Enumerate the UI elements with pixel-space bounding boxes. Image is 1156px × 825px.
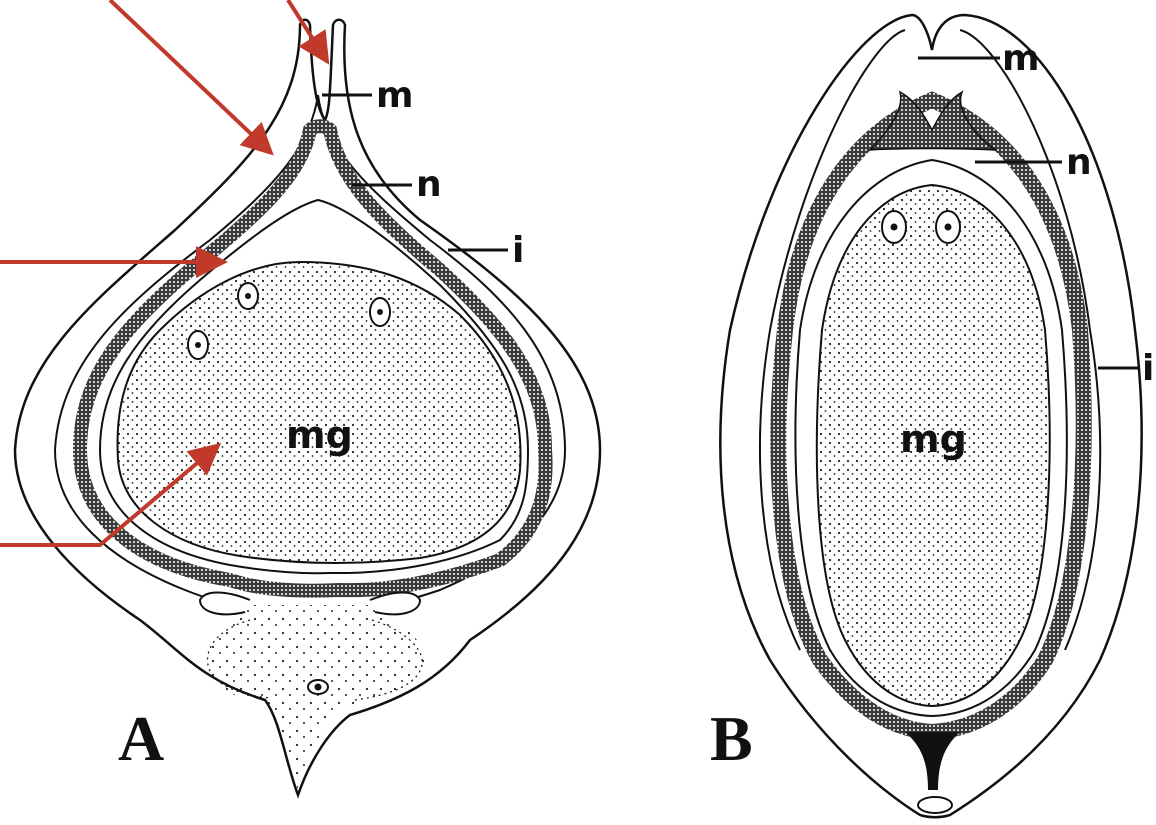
label-b-n: n xyxy=(1066,142,1092,183)
ovule-a: m n i mg A xyxy=(0,0,600,795)
label-a-m: m xyxy=(376,75,414,116)
ovule-b: m n i mg B xyxy=(710,15,1154,817)
ovule-b-base xyxy=(918,797,952,813)
label-b-mg: mg xyxy=(900,417,967,461)
label-b-i: i xyxy=(1142,348,1154,389)
arrow-2 xyxy=(110,0,268,150)
panel-label-a: A xyxy=(118,703,164,774)
panel-label-b: B xyxy=(710,703,753,774)
label-b-m: m xyxy=(1002,38,1040,79)
label-a-mg: mg xyxy=(286,413,353,457)
label-a-i: i xyxy=(512,230,524,271)
label-a-n: n xyxy=(416,164,442,205)
